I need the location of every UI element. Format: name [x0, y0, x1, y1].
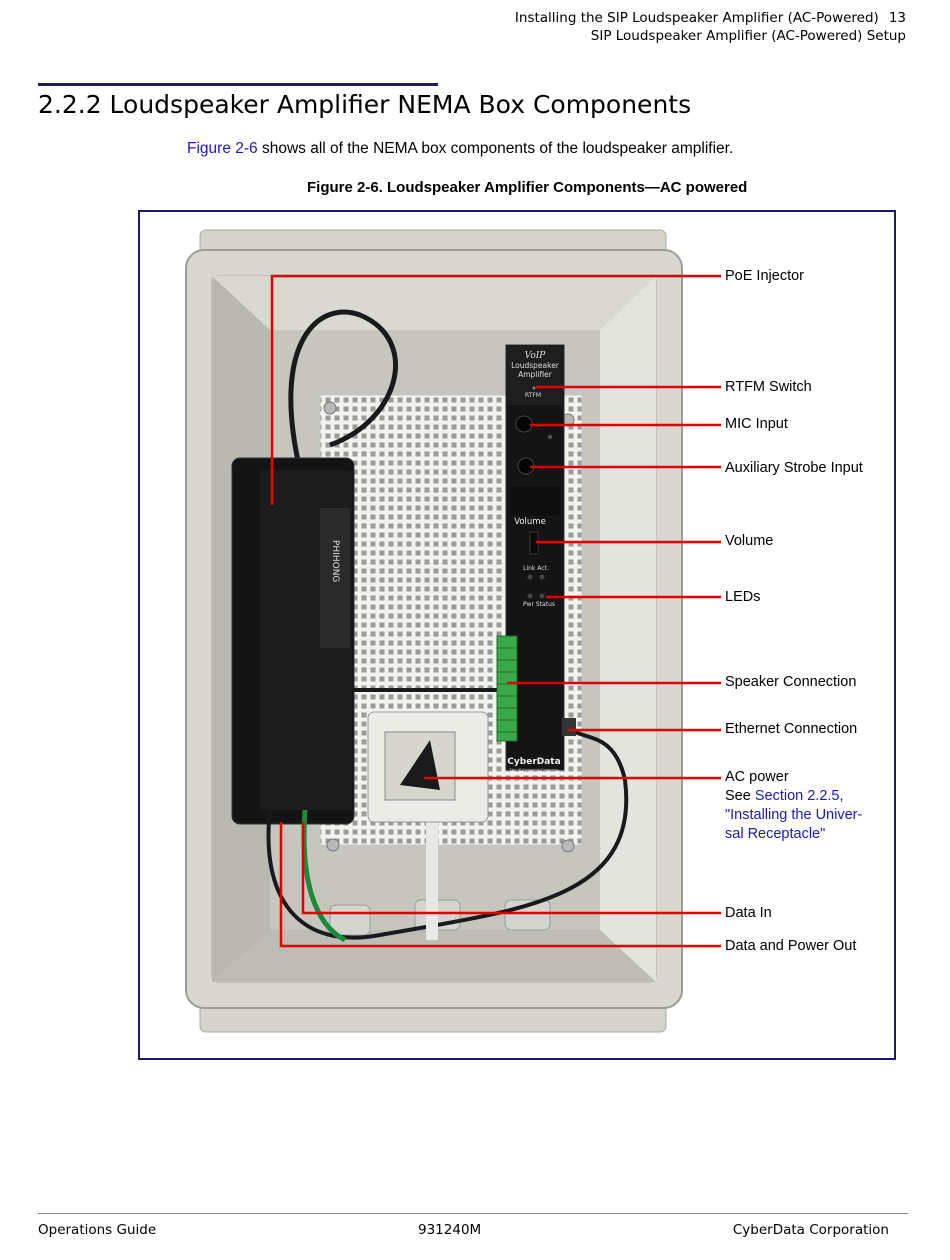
amp-pwr-status: Pwr Status — [523, 601, 555, 608]
figure-frame — [138, 210, 896, 1060]
callout-data-power-out: Data and Power Out — [725, 938, 857, 954]
ac-see-text: See — [725, 788, 755, 804]
callout-ac-power: AC power See Section 2.2.5, "Installing … — [725, 768, 862, 844]
callout-volume: Volume — [725, 533, 774, 549]
callout-speaker-connection: Speaker Connection — [725, 674, 857, 690]
amp-volume: Volume — [514, 517, 546, 527]
amp-brand-tag: The IP Endpoint Company — [508, 767, 559, 772]
header-chapter: Installing the SIP Loudspeaker Amplifier… — [514, 10, 879, 26]
callout-rtfm-switch: RTFM Switch — [725, 379, 812, 395]
callout-line-data-out — [279, 822, 721, 948]
section-link-line-1[interactable]: Section 2.2.5, — [754, 788, 844, 804]
amp-title-1: VoIP — [525, 351, 547, 361]
callout-line-poe — [270, 274, 721, 505]
amp-brand: CyberData — [507, 757, 560, 767]
footer-center: 931240M — [418, 1222, 482, 1238]
figure-link[interactable]: Figure 2-6 — [187, 140, 258, 157]
amp-link-act: Link Act. — [523, 565, 549, 572]
callout-leds: LEDs — [725, 589, 761, 605]
nema-box-photo: PHIHONG VoIP Loudspeaker Amplifier RTFM … — [185, 229, 721, 1033]
callout-aux-strobe: Auxiliary Strobe Input — [725, 460, 863, 476]
section-link-line-3[interactable]: sal Receptacle" — [725, 826, 826, 842]
callout-ethernet-connection: Ethernet Connection — [725, 721, 858, 737]
callout-mic-input: MIC Input — [725, 416, 788, 432]
callout-data-in: Data In — [725, 905, 772, 921]
footer-rule — [38, 1213, 908, 1214]
amp-title-3: Amplifier — [518, 370, 553, 379]
intro-text: shows all of the NEMA box components of … — [257, 140, 734, 157]
callout-line-data-in — [301, 822, 721, 915]
amp-rtfm: RTFM — [525, 392, 541, 399]
ac-see-line: See Section 2.2.5, — [725, 787, 862, 806]
injector-brand: PHIHONG — [330, 540, 340, 582]
footer-right: CyberData Corporation — [732, 1222, 889, 1238]
intro-paragraph: Figure 2-6 shows all of the NEMA box com… — [187, 140, 733, 158]
section-rule — [38, 83, 438, 86]
running-header: Installing the SIP Loudspeaker Amplifier… — [515, 10, 906, 26]
page-number: 13 — [888, 10, 906, 26]
ac-power-label: AC power — [725, 769, 789, 785]
amp-title-2: Loudspeaker — [511, 361, 560, 370]
section-title: 2.2.2 Loudspeaker Amplifier NEMA Box Com… — [38, 90, 692, 119]
callout-poe-injector: PoE Injector — [725, 268, 804, 284]
footer-left: Operations Guide — [38, 1222, 157, 1238]
header-section: SIP Loudspeaker Amplifier (AC-Powered) S… — [590, 28, 906, 44]
section-link-line-2[interactable]: "Installing the Univer- — [725, 807, 863, 823]
figure-caption: Figure 2-6. Loudspeaker Amplifier Compon… — [307, 179, 748, 196]
